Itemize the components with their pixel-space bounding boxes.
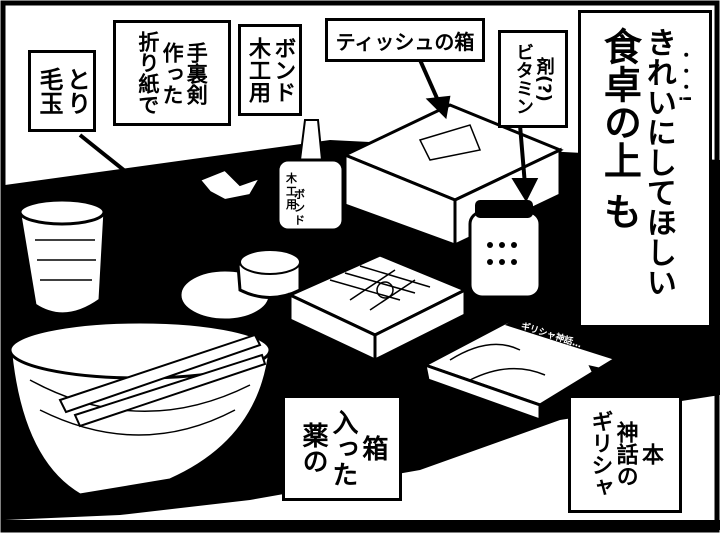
label-tissue-box: ティッシュの箱	[325, 18, 485, 62]
label-myth-book: ギリシャ 神話の 本	[568, 395, 682, 513]
caption-line-2: きれいにしてほしい	[640, 27, 676, 297]
bowl-with-chopsticks	[8, 320, 272, 497]
greek-myth-book	[421, 313, 634, 423]
vitamin-bottle	[468, 200, 542, 299]
label-shuriken: 折り紙で 作った 手裏剣	[113, 20, 231, 126]
label-vitamins-line-1: ビタミン	[513, 43, 534, 115]
cup	[18, 198, 107, 316]
shuriken	[198, 168, 263, 202]
label-lint-remover-line-1: 毛玉	[35, 67, 63, 115]
glue-bottle-label-line-1: 木工用	[286, 172, 297, 212]
label-glue-line-2: ボンド	[270, 37, 296, 103]
caption-line-1: 食卓の上 も	[597, 27, 642, 231]
label-medicine-box-line-2: 入った	[327, 409, 358, 487]
label-medicine-box-line-3: 箱	[357, 435, 388, 461]
label-lint-remover-line-2: とり	[62, 67, 91, 115]
label-glue-line-1: 木工用	[245, 37, 270, 103]
label-medicine-box: 薬の 入った 箱	[282, 395, 402, 501]
label-myth-book-line-3: 本	[637, 443, 663, 465]
caption-trail: ・・・!	[675, 47, 695, 103]
lint-remover	[178, 249, 302, 322]
label-myth-book-line-1: ギリシャ	[587, 410, 613, 498]
label-glue: 木工用 ボンド	[238, 24, 302, 116]
label-shuriken-line-3: 手裏剣	[184, 41, 209, 105]
label-myth-book-line-2: 神話の	[612, 421, 638, 487]
glue-bottle-label-line-2: ボンド	[294, 188, 305, 228]
label-shuriken-line-2: 作った	[160, 41, 185, 105]
label-tissue-box-text: ティッシュの箱	[335, 29, 475, 54]
medicine-box	[286, 253, 469, 363]
label-shuriken-line-1: 折り紙で	[135, 31, 160, 115]
label-lint-remover: 毛玉 とり	[28, 50, 96, 132]
label-vitamins-line-2: 剤(?)	[533, 56, 555, 102]
label-vitamins: ビタミン 剤(?)	[498, 30, 568, 128]
pointer-arrows	[78, 59, 617, 397]
label-medicine-box-line-1: 薬の	[298, 422, 329, 474]
caption-box: 食卓の上 も きれいにしてほしい ・・・!	[578, 10, 712, 328]
glue-bottle	[276, 119, 345, 232]
